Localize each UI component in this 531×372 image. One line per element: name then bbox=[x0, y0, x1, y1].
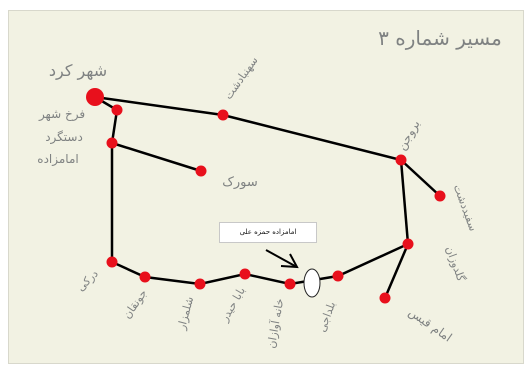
route-line-emamghais bbox=[383, 243, 410, 299]
label-sefiddasht: سفیددشت bbox=[451, 183, 480, 233]
callout-label: امامزاده حمزه علی bbox=[219, 222, 317, 243]
route-lines bbox=[94, 95, 441, 299]
stop-sahonbadasht bbox=[217, 109, 229, 121]
label-dorak: درکی bbox=[74, 267, 101, 294]
stops bbox=[86, 88, 446, 304]
stop-dorak bbox=[106, 256, 118, 268]
stop-babaheydar bbox=[239, 268, 251, 280]
stop-emamzadeh-hamzeh-ali bbox=[303, 268, 321, 298]
label-borujen: بروجن bbox=[394, 118, 423, 153]
stop-farrokhshahr bbox=[111, 104, 123, 116]
stop-khane-avazan bbox=[284, 278, 296, 290]
label-shalamzar: شلمزار bbox=[175, 295, 197, 332]
map-title: مسیر شماره ۳ bbox=[378, 26, 502, 50]
stop-sefiddasht bbox=[434, 190, 446, 202]
stop-golduzan bbox=[402, 238, 414, 250]
route-line-sefiddasht bbox=[400, 159, 441, 197]
stop-dastgerd bbox=[106, 137, 118, 149]
stop-jounghan bbox=[139, 271, 151, 283]
route-line-main-loop bbox=[94, 95, 410, 286]
label-shahrekord: شهر کرد bbox=[49, 61, 107, 81]
label-emamghais: امام قیس bbox=[406, 305, 455, 346]
stop-shalamzar bbox=[194, 278, 206, 290]
label-golduzan: گلدوزان bbox=[443, 244, 468, 283]
stop-emamghais bbox=[379, 292, 391, 304]
label-dastgerd: دستگرد bbox=[45, 130, 83, 145]
stop-baladaji bbox=[332, 270, 344, 282]
label-babaheydar: بابا حیدر bbox=[217, 285, 248, 325]
callout-arrow bbox=[265, 249, 299, 269]
label-sahonbadasht: سهنبادشت bbox=[222, 54, 261, 102]
label-farrokhshahr: فرخ شهر bbox=[38, 107, 85, 122]
map-background bbox=[8, 10, 524, 364]
label-emamzadeh: امامزاده bbox=[37, 152, 78, 167]
stop-borujen bbox=[395, 154, 407, 166]
stop-surak bbox=[195, 165, 207, 177]
label-baladaji: بلداجی bbox=[315, 300, 338, 334]
stop-shahrekord bbox=[86, 88, 104, 106]
label-khane-avazan: خانه آوازان bbox=[264, 297, 287, 349]
label-jounghan: جونقان bbox=[120, 287, 149, 321]
route-line-surak bbox=[111, 141, 202, 173]
label-surak: سورک bbox=[222, 175, 258, 190]
